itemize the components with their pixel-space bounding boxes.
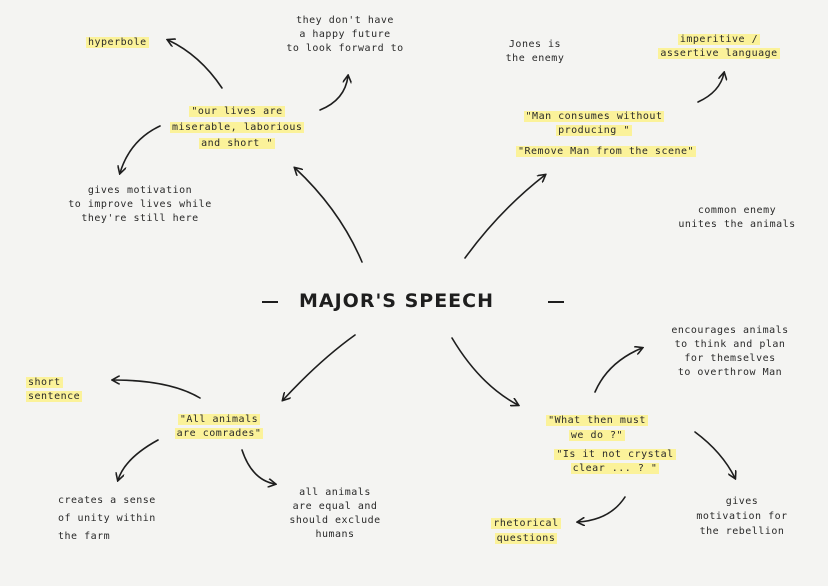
note-line: imperitive /: [677, 34, 761, 45]
quote-line: "All animals: [177, 414, 261, 425]
note-line: gives: [725, 496, 759, 507]
quote-what-then: "What then must we do ?": [545, 413, 649, 443]
quote-comrades: "All animals are comrades": [164, 413, 274, 441]
arrow-lives-to-motivation: [120, 125, 161, 173]
note-line: for themselves: [684, 353, 776, 364]
arrow-man-to-imperative: [697, 73, 724, 103]
arrow-center-to-man: [464, 175, 545, 259]
quote-line: miserable, laborious: [170, 122, 305, 133]
arrow-whatthen-to-encourages: [594, 348, 642, 393]
arrow-crystal-to-rebellion: [694, 431, 735, 478]
note-line: assertive language: [658, 48, 780, 59]
note-equal: all animals are equal and should exclude…: [278, 486, 392, 542]
arrow-comrades-to-short: [113, 380, 201, 399]
note-line: the rebellion: [699, 526, 785, 537]
note-line: they're still here: [81, 213, 199, 224]
quote-line: "Remove Man from the scene": [516, 146, 697, 157]
note-line: the enemy: [505, 53, 565, 64]
note-short-sentence: short sentence: [26, 376, 83, 404]
note-hyperbole: hyperbole: [86, 36, 149, 50]
quote-remove-man: "Remove Man from the scene": [516, 145, 697, 159]
arrow-comrades-to-equal: [241, 449, 275, 484]
note-rhetorical: rhetorical questions: [488, 516, 564, 546]
quote-crystal: "Is it not crystal clear ... ? ": [550, 448, 680, 476]
note-line: encourages animals: [671, 325, 789, 336]
note-line: sentence: [26, 391, 83, 402]
note-line: short: [26, 377, 63, 388]
quote-line: "Man consumes without: [523, 111, 665, 122]
quote-line: "What then must: [546, 415, 648, 426]
note-line: they don't have: [296, 15, 394, 26]
arrow-center-to-lives: [295, 168, 363, 263]
note-encourages: encourages animals to think and plan for…: [660, 324, 800, 380]
note-unity: creates a sense of unity within the farm: [58, 492, 156, 546]
arrow-lives-to-future: [319, 76, 348, 111]
note-jones-enemy: Jones is the enemy: [495, 38, 575, 66]
note-line: should exclude: [289, 515, 381, 526]
note-line: to look forward to: [286, 43, 404, 54]
note-line: to overthrow Man: [677, 367, 783, 378]
note-line: of unity within: [58, 513, 156, 524]
arrow-center-to-whatthen: [451, 337, 518, 405]
note-line: a happy future: [299, 29, 391, 40]
note-rebellion: gives motivation for the rebellion: [690, 494, 794, 539]
note-common-enemy: common enemy unites the animals: [672, 204, 802, 232]
quote-lives: "our lives are miserable, laborious and …: [170, 104, 305, 152]
note-imperative: imperitive / assertive language: [652, 33, 786, 61]
quote-line: we do ?": [568, 430, 626, 441]
arrow-comrades-to-unity: [118, 439, 159, 480]
note-line: creates a sense: [58, 495, 156, 506]
note-line: common enemy: [697, 205, 777, 216]
quote-line: "our lives are: [189, 106, 285, 117]
label-hyperbole: hyperbole: [86, 37, 149, 48]
title-dash-right: [548, 301, 564, 303]
title-dash-left: [262, 301, 278, 303]
note-line: unites the animals: [678, 219, 796, 230]
note-line: rhetorical: [491, 518, 561, 529]
quote-line: producing ": [556, 125, 632, 136]
quote-line: clear ... ? ": [570, 463, 660, 474]
note-line: all animals: [299, 487, 371, 498]
arrow-center-to-comrades: [283, 334, 356, 400]
note-motivation: gives motivation to improve lives while …: [60, 184, 220, 226]
center-title: MAJOR'S SPEECH: [299, 290, 494, 312]
note-line: to think and plan: [674, 339, 786, 350]
quote-line: and short ": [199, 138, 275, 149]
note-line: humans: [315, 529, 355, 540]
note-line: gives motivation: [87, 185, 193, 196]
note-line: Jones is: [508, 39, 562, 50]
note-line: questions: [494, 533, 558, 544]
note-line: are equal and: [292, 501, 378, 512]
note-no-future: they don't have a happy future to look f…: [280, 14, 410, 56]
arrow-crystal-to-rhetorical: [578, 496, 626, 522]
quote-man-consumes: "Man consumes without producing ": [512, 110, 676, 138]
arrow-lives-to-hyperbole: [168, 40, 223, 89]
quote-line: "Is it not crystal: [554, 449, 676, 460]
note-line: the farm: [58, 531, 111, 542]
note-line: motivation for: [696, 511, 788, 522]
quote-line: are comrades": [174, 428, 264, 439]
note-line: to improve lives while: [68, 199, 212, 210]
